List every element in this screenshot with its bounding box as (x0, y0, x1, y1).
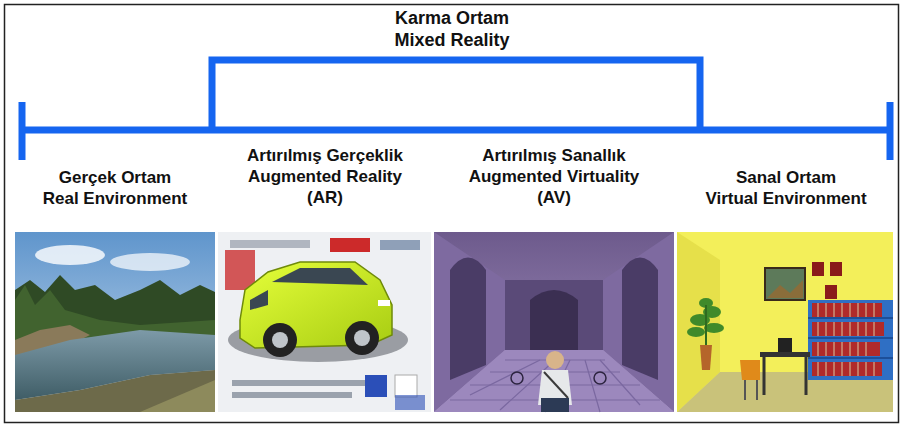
heading-tr: Artırılmış Sanallık (480, 146, 628, 166)
heading-abbr: (AR) (305, 188, 345, 208)
heading-tr: Sanal Ortam (734, 168, 838, 188)
ar-car-on-magazine (218, 232, 431, 412)
heading-tr: Artırılmış Gerçeklik (245, 146, 405, 166)
heading-en: Augmented Reality (246, 167, 404, 187)
heading-tr: Gerçek Ortam (57, 168, 173, 188)
title-en: Mixed Reality (392, 30, 511, 50)
virtual-room (677, 232, 893, 412)
mixed-reality-bracket (212, 60, 700, 127)
av-castle-corridor (434, 232, 674, 412)
heading-en: Augmented Virtuality (467, 167, 642, 187)
heading-en: Real Environment (41, 189, 190, 209)
heading-en: Virtual Environment (703, 189, 868, 209)
continuum-line (20, 102, 893, 160)
frame (5, 5, 899, 423)
title-tr: Karma Ortam (393, 8, 511, 28)
real-landscape (15, 232, 215, 412)
heading-abbr: (AV) (535, 188, 573, 208)
